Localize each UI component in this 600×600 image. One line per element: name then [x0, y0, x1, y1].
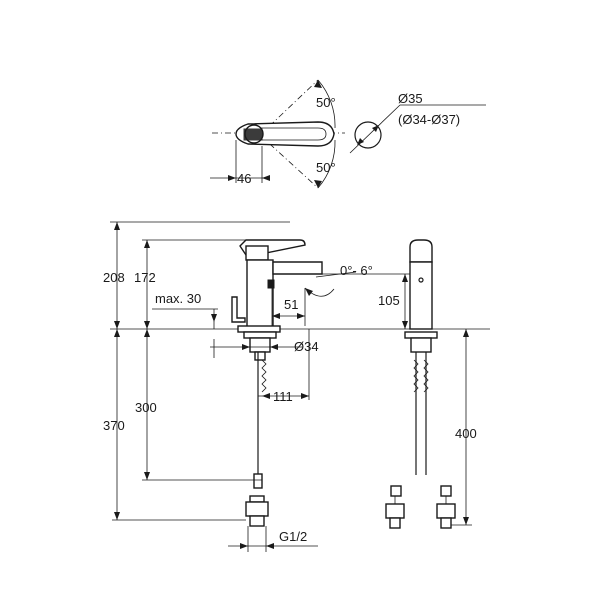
- hole-range-label: (Ø34-Ø37): [398, 112, 460, 127]
- tilt-label: 0°- 6°: [340, 263, 373, 278]
- side-view: 208 172 0°- 6° max. 30 51 Ø34: [103, 221, 490, 552]
- front-conn-right-top: [440, 485, 452, 497]
- side-popup-rod: [231, 296, 246, 323]
- dim-51-arrow-left: [272, 313, 280, 319]
- front-body: [409, 261, 433, 330]
- dim-208-arrow-top: [114, 222, 120, 230]
- hose-length-label: 300: [135, 400, 157, 415]
- front-hose-threads-right: [423, 359, 429, 393]
- dim-g12-arrow-left: [240, 543, 248, 549]
- dim-34-arrow-right: [270, 344, 278, 350]
- tilt-angle-line: [315, 271, 357, 278]
- dim-g12-arrow-right: [266, 543, 274, 549]
- front-conn-right-nut: [436, 503, 456, 519]
- front-handle: [409, 239, 433, 263]
- front-conn-right-thread: [440, 517, 452, 529]
- side-handle-base: [245, 245, 269, 261]
- hole-diameter-label: Ø35: [398, 91, 423, 106]
- dim-34-arrow-left: [242, 344, 250, 350]
- angle-arrow-upper: [314, 80, 322, 88]
- hole-arrow-top: [372, 125, 379, 132]
- hole-symbol: Ø35 (Ø34-Ø37): [349, 91, 486, 154]
- dim-370-arrow-top: [114, 329, 120, 337]
- spout-reach-label: 51: [284, 297, 298, 312]
- dim-400-arrow-top: [463, 329, 469, 337]
- projection-label: 111: [273, 389, 293, 404]
- angle-arc-upper: [317, 79, 336, 129]
- dim-max30-arrow: [211, 314, 217, 322]
- tilt-arrow: [305, 288, 313, 296]
- side-hose-end: [253, 473, 263, 489]
- overall-length-label: 370: [103, 418, 125, 433]
- front-mount-nut: [410, 337, 432, 353]
- side-conn-nut: [245, 501, 269, 517]
- front-conn-left-thread: [389, 517, 401, 529]
- side-aerator: [267, 279, 275, 289]
- front-conn-left-nut: [385, 503, 405, 519]
- base-diameter-label: Ø34: [294, 339, 319, 354]
- side-mount-plate: [243, 331, 277, 339]
- side-body: [246, 259, 274, 330]
- dim-111-arrow-left: [262, 393, 270, 399]
- side-mount-nut: [249, 337, 271, 353]
- front-conn-left-top: [390, 485, 402, 497]
- front-view: 105 400: [378, 239, 477, 529]
- side-base-flange: [237, 325, 281, 333]
- hole-arrow-bottom: [357, 138, 364, 145]
- thread-label: G1/2: [279, 529, 307, 544]
- height-total-label: 208: [103, 270, 125, 285]
- dim-46-arrow-right: [262, 175, 270, 181]
- dim-400-arrow-bottom: [463, 517, 469, 525]
- angle-lower-label: 50°: [316, 160, 336, 175]
- front-hose-threads-left: [413, 359, 419, 393]
- front-marker: [418, 277, 424, 283]
- front-mount-plate: [404, 331, 438, 339]
- supply-length-label: 400: [455, 426, 477, 441]
- side-height-label: 105: [378, 293, 400, 308]
- dim-300-arrow-bottom: [144, 472, 150, 480]
- side-conn-thread: [249, 515, 265, 527]
- angle-arc-lower: [317, 139, 336, 189]
- side-spout: [272, 261, 323, 275]
- dim-172-arrow-top: [144, 240, 150, 248]
- dim-208-arrow-bottom: [114, 321, 120, 329]
- side-shank: [254, 351, 266, 361]
- top-handle-cap: [243, 128, 263, 141]
- dim-172-arrow-bottom: [144, 321, 150, 329]
- hole-circle: [354, 121, 382, 149]
- dim-300-arrow-top: [144, 329, 150, 337]
- angle-upper-label: 50°: [316, 95, 336, 110]
- width-label: 46: [237, 171, 251, 186]
- dim-105-arrow-bottom: [402, 321, 408, 329]
- angle-arrow-lower: [314, 180, 322, 188]
- top-view: 50° 50° 46: [210, 79, 345, 189]
- dim-105-arrow-top: [402, 274, 408, 282]
- height-spout-label: 172: [134, 270, 156, 285]
- dim-46-arrow-left: [228, 175, 236, 181]
- top-handle-inner: [260, 127, 327, 141]
- dim-51-arrow-right: [297, 313, 305, 319]
- dim-370-arrow-bottom: [114, 512, 120, 520]
- dim-111-arrow-right: [301, 393, 309, 399]
- max-height-label: max. 30: [155, 291, 201, 306]
- side-conn-top: [249, 495, 265, 503]
- side-hose-threads: [261, 359, 267, 393]
